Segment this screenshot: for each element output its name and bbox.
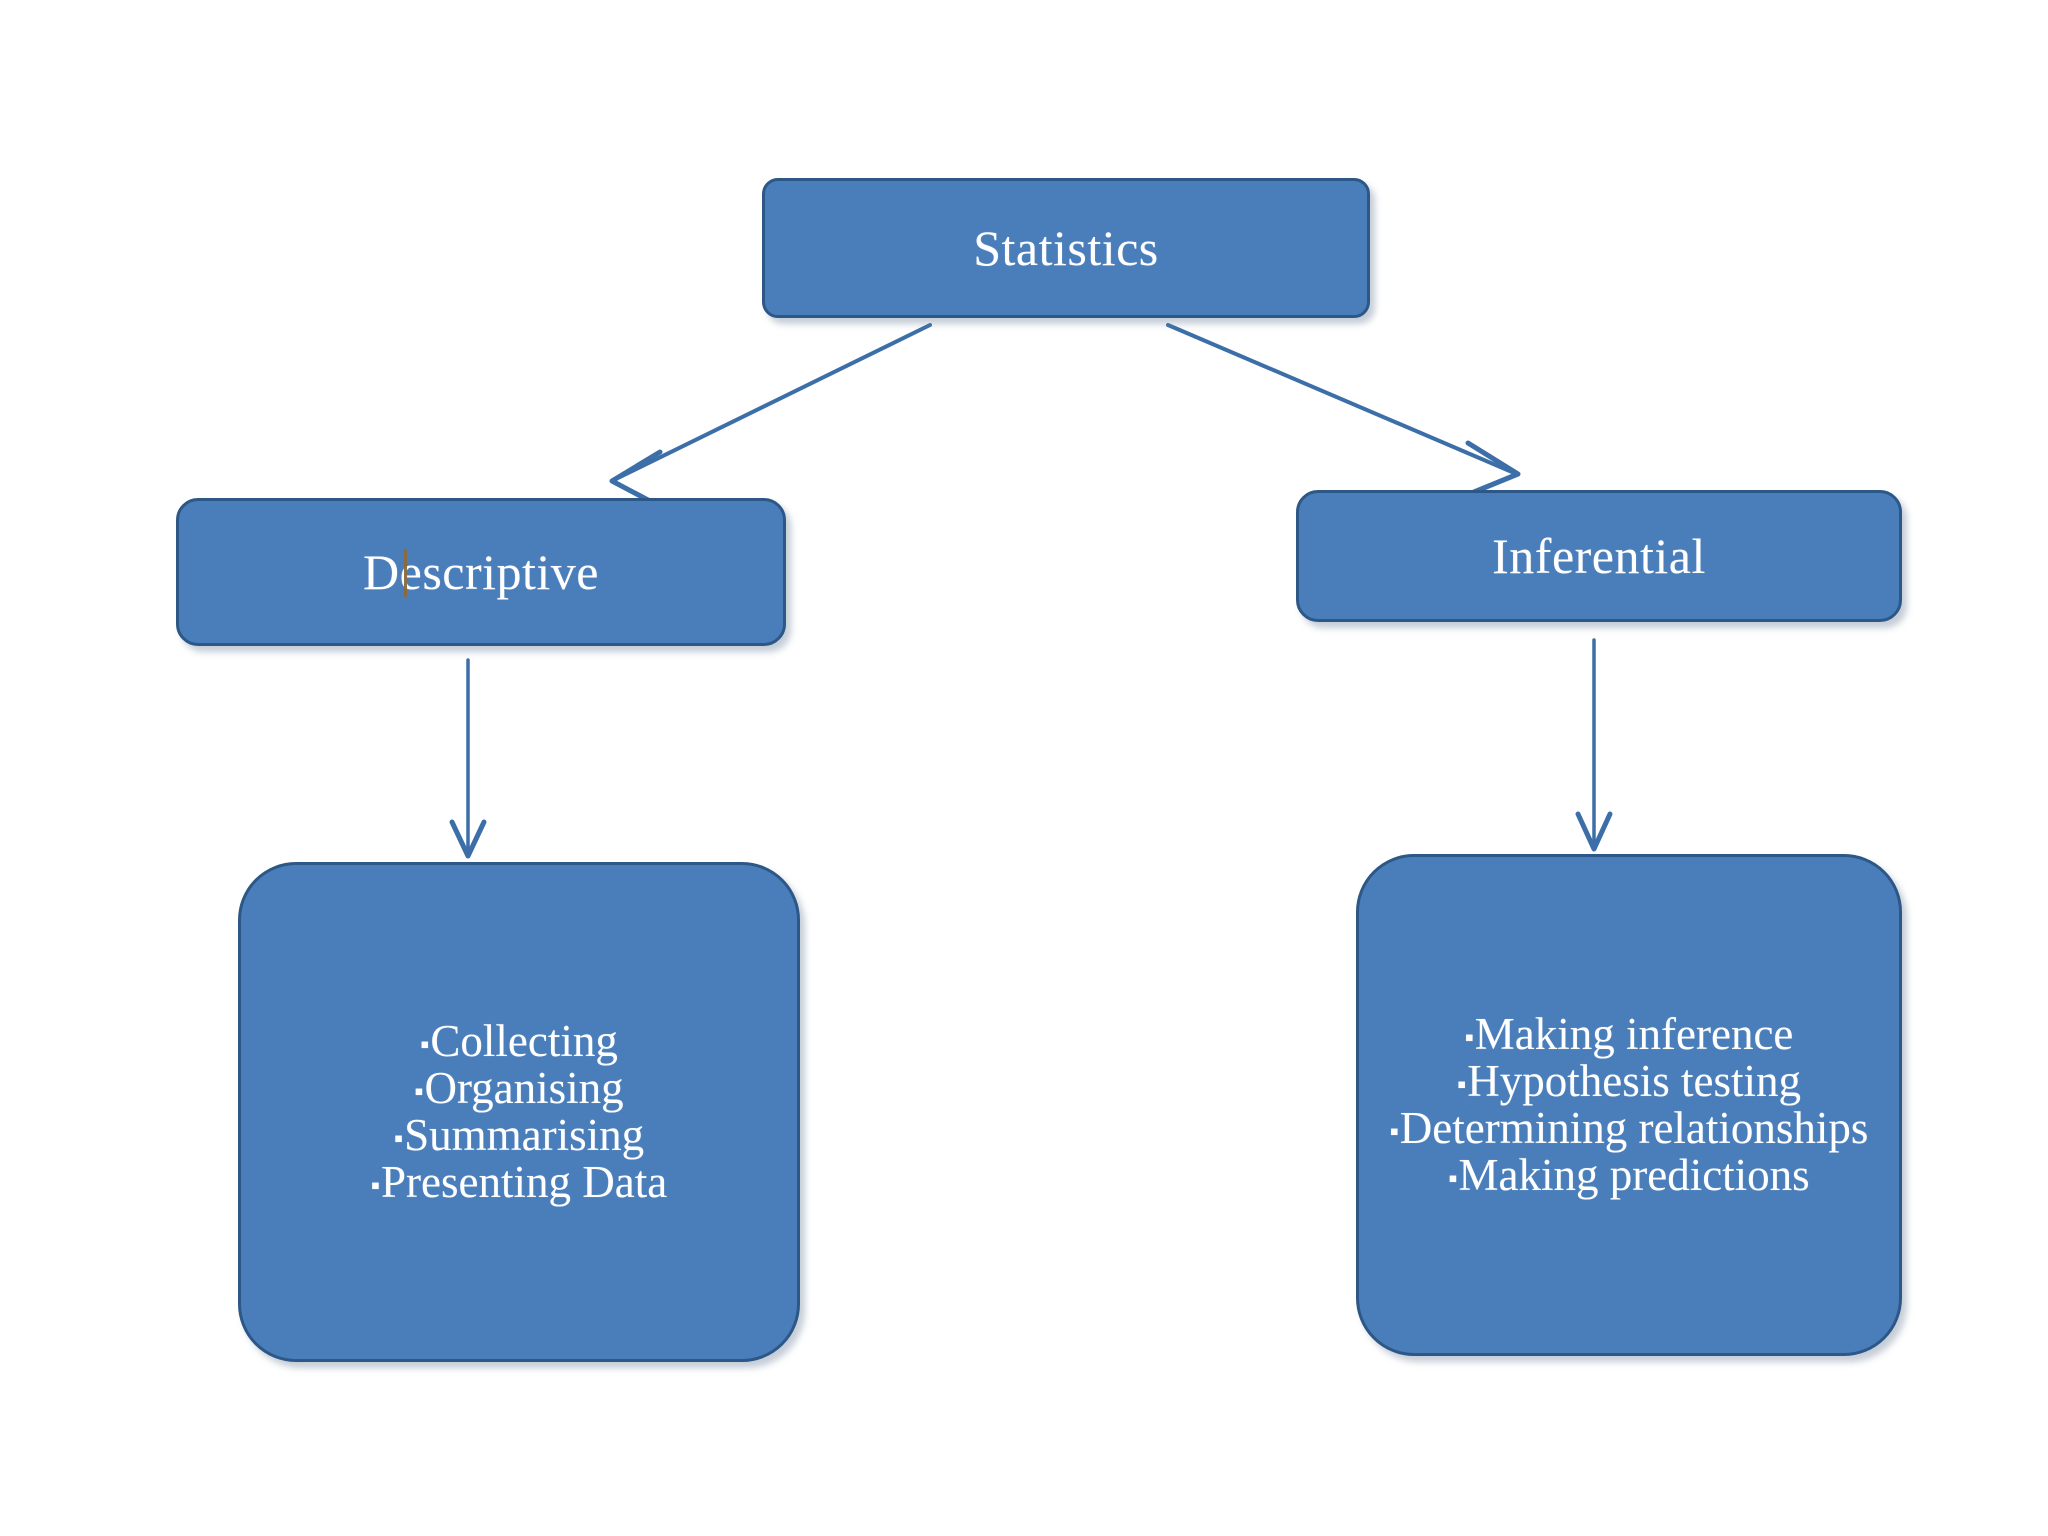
square-bullet-icon: ▪ [1457,1070,1467,1100]
list-item: ▪Determining relationships [1373,1105,1885,1152]
arrow-inferential-to-details [1575,638,1613,852]
list-item-label: Determining relationships [1399,1103,1869,1153]
list-item-label: Hypothesis testing [1467,1056,1801,1107]
square-bullet-icon: ▪ [420,1030,430,1060]
list-item-label: Making inference [1474,1009,1794,1060]
square-bullet-icon: ▪ [393,1123,404,1153]
square-bullet-icon: ▪ [414,1077,424,1107]
node-inferential[interactable]: Inferential [1296,490,1902,622]
list-item: ▪Organising [255,1065,783,1112]
list-item: ▪Making inference [1373,1011,1885,1058]
list-item: ▪Presenting Data [255,1156,783,1207]
square-bullet-icon: ▪ [1464,1023,1474,1053]
list-item-label: Making predictions [1458,1149,1810,1200]
square-bullet-icon: ▪ [1389,1116,1399,1146]
list-item-label: Collecting [430,1016,618,1067]
text-caret-artifact [404,549,407,597]
list-item: ▪Making predictions [1373,1149,1885,1200]
list-item-label: Summarising [404,1110,645,1160]
list-item: ▪Collecting [255,1018,783,1065]
node-descriptive-label: Descriptive [363,543,599,600]
node-descriptive[interactable]: Descriptive [176,498,786,646]
node-inferential-details[interactable]: ▪Making inference ▪Hypothesis testing ▪D… [1356,854,1902,1356]
node-statistics[interactable]: Statistics [762,178,1370,318]
node-descriptive-details[interactable]: ▪Collecting ▪Organising ▪Summarising ▪Pr… [238,862,800,1362]
arrow-descriptive-to-details [449,658,487,859]
square-bullet-icon: ▪ [1448,1163,1458,1193]
node-inferential-label: Inferential [1492,527,1706,584]
arrow-statistics-to-descriptive [609,323,932,503]
square-bullet-icon: ▪ [370,1170,381,1200]
inferential-bullet-list: ▪Making inference ▪Hypothesis testing ▪D… [1359,1011,1899,1198]
list-item-label: Presenting Data [381,1156,668,1207]
node-statistics-label: Statistics [973,219,1159,276]
list-item: ▪Summarising [255,1112,783,1159]
list-item-label: Organising [424,1063,624,1114]
arrow-statistics-to-inferential [1166,323,1521,495]
list-item: ▪Hypothesis testing [1373,1058,1885,1105]
descriptive-bullet-list: ▪Collecting ▪Organising ▪Summarising ▪Pr… [241,1018,797,1205]
